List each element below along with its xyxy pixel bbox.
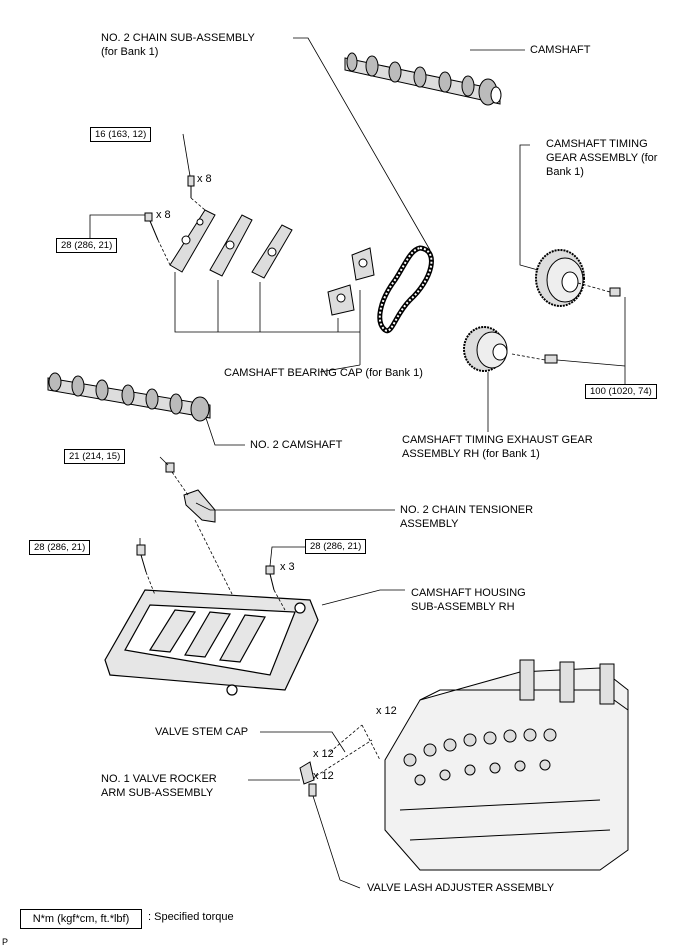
no2-chain-label-line1: NO. 2 CHAIN SUB-ASSEMBLY (101, 32, 255, 44)
qty-x12-b: x 12 (313, 748, 334, 760)
housing-label: CAMSHAFT HOUSING SUB-ASSEMBLY RH (411, 586, 526, 614)
legend-text: : Specified torque (148, 911, 234, 923)
timing-gear-label: CAMSHAFT TIMING GEAR ASSEMBLY (for Bank … (546, 137, 657, 179)
camshaft-housing-part (104, 589, 319, 696)
no2-chain-part (377, 245, 434, 334)
bearing-cap-label: CAMSHAFT BEARING CAP (for Bank 1) (224, 367, 423, 379)
qty-x3: x 3 (280, 561, 295, 573)
legend-torque-box: N*m (kgf*cm, ft.*lbf) (20, 909, 142, 929)
timing-gear-label-line3: Bank 1) (546, 166, 584, 178)
torque-box-21: 21 (214, 15) (64, 449, 126, 464)
exhaust-gear-label-line1: CAMSHAFT TIMING EXHAUST GEAR (402, 434, 593, 446)
qty-x8-b: x 8 (156, 209, 171, 221)
no2-chain-label-line2: (for Bank 1) (101, 46, 159, 58)
no2-camshaft-part (47, 372, 211, 422)
gear-dash-lines (511, 282, 611, 361)
torque-box-28c: 28 (286, 21) (305, 539, 367, 554)
leader-lines (89, 37, 626, 889)
exhaust-gear-part (463, 326, 558, 372)
lash-adjuster-label: VALVE LASH ADJUSTER ASSEMBLY (367, 882, 555, 894)
timing-gear-bolt (609, 287, 621, 297)
valve-dash-lines (315, 724, 381, 777)
bearing-caps (169, 209, 375, 316)
rocker-arm-label: NO. 1 VALVE ROCKER ARM SUB-ASSEMBLY (101, 772, 217, 800)
housing-label-line1: CAMSHAFT HOUSING (411, 587, 526, 599)
torque-box-28a: 28 (286, 21) (56, 238, 118, 253)
torque-box-28b: 28 (286, 21) (29, 540, 91, 555)
camshaft-part (344, 52, 502, 106)
no2-chain-label: NO. 2 CHAIN SUB-ASSEMBLY (for Bank 1) (101, 31, 255, 59)
camshaft-label: CAMSHAFT (530, 44, 591, 56)
tensioner-label-line1: NO. 2 CHAIN TENSIONER (400, 504, 534, 516)
timing-gear-label-line2: GEAR ASSEMBLY (for (546, 152, 658, 164)
timing-gear-label-line1: CAMSHAFT TIMING (546, 138, 648, 150)
no2-camshaft-label: NO. 2 CAMSHAFT (250, 439, 343, 451)
rocker-arm-part (299, 761, 317, 797)
qty-x12-c: x 12 (313, 770, 334, 782)
rocker-arm-label-line2: ARM SUB-ASSEMBLY (101, 787, 214, 799)
bearing-cap-leaders (174, 272, 361, 373)
exhaust-gear-label: CAMSHAFT TIMING EXHAUST GEAR ASSEMBLY RH… (402, 433, 593, 461)
bolt-dashed-lines (157, 197, 206, 266)
corner-mark: P (2, 937, 9, 947)
qty-x12-a: x 12 (376, 705, 397, 717)
torque-box-16: 16 (163, 12) (90, 127, 152, 142)
camshaft-timing-gear-part (535, 249, 585, 307)
tensioner-label: NO. 2 CHAIN TENSIONER ASSEMBLY (400, 503, 533, 531)
housing-dash (145, 571, 286, 611)
housing-bolts (136, 544, 275, 591)
qty-x8-a: x 8 (197, 173, 212, 185)
engine-block-part (384, 659, 629, 871)
rocker-arm-label-line1: NO. 1 VALVE ROCKER (101, 773, 217, 785)
housing-label-line2: SUB-ASSEMBLY RH (411, 601, 515, 613)
bearing-cap-bolts (144, 175, 195, 241)
torque-box-100: 100 (1020, 74) (585, 384, 657, 399)
chain-tensioner-part (165, 462, 216, 523)
tensioner-label-line2: ASSEMBLY (400, 518, 459, 530)
exhaust-gear-label-line2: ASSEMBLY RH (for Bank 1) (402, 448, 540, 460)
valve-stem-cap-label: VALVE STEM CAP (155, 726, 249, 738)
